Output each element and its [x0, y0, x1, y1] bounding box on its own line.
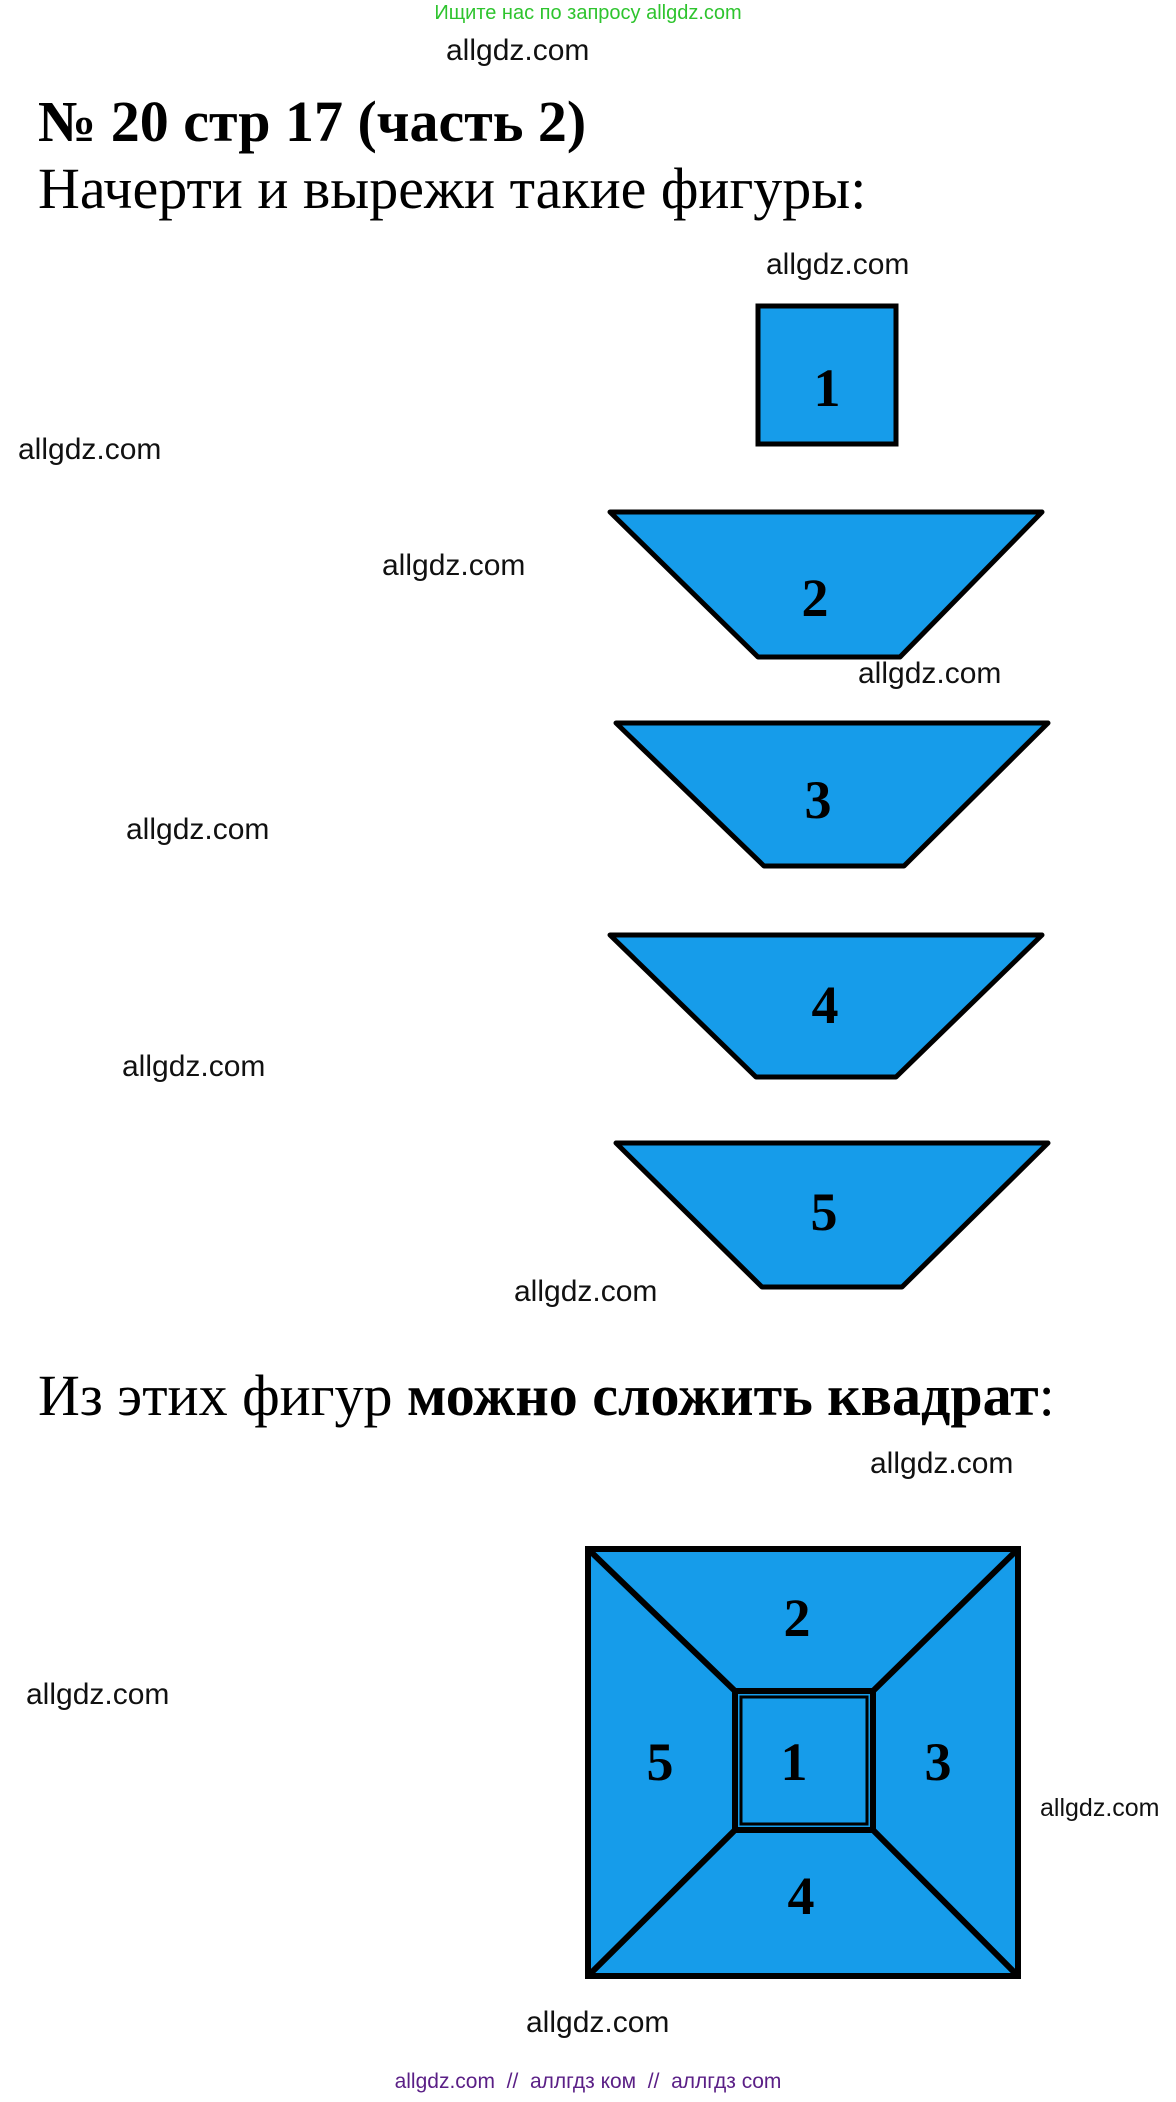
watermark: allgdz.com: [766, 248, 910, 281]
footer-links: allgdz.com // аллгдз ком // аллгдз com: [394, 2070, 782, 2093]
conclusion-suffix: :: [1038, 1363, 1055, 1428]
shape-5-trapezoid: 5: [613, 1140, 1051, 1290]
search-banner: Ищите нас по запросу allgdz.com: [434, 2, 742, 24]
watermark: allgdz.com: [126, 813, 270, 846]
shape-5-label: 5: [811, 1182, 838, 1242]
watermark: allgdz.com: [26, 1678, 170, 1711]
instruction-text: Начерти и вырежи такие фигуры:: [38, 156, 867, 221]
watermark: allgdz.com: [514, 1275, 658, 1308]
conclusion-text: Из этих фигур можно сложить квадрат:: [38, 1362, 1055, 1429]
shape-4-trapezoid: 4: [607, 932, 1045, 1080]
watermark: allgdz.com: [1040, 1794, 1160, 1822]
assembled-square: 2 5 1 3 4: [585, 1546, 1021, 1979]
assembled-label-top: 2: [784, 1588, 811, 1648]
watermark: allgdz.com: [446, 34, 590, 67]
shape-2-label: 2: [802, 568, 829, 628]
watermark: allgdz.com: [870, 1447, 1014, 1480]
shape-1-label: 1: [814, 358, 841, 418]
assembled-label-left: 5: [647, 1732, 674, 1792]
shape-2-trapezoid: 2: [607, 509, 1045, 660]
shape-4-label: 4: [812, 975, 839, 1035]
assembled-label-center: 1: [781, 1732, 808, 1792]
assembled-label-right: 3: [925, 1732, 952, 1792]
shape-3-trapezoid: 3: [613, 720, 1051, 869]
watermark: allgdz.com: [382, 549, 526, 582]
watermark: allgdz.com: [858, 657, 1002, 690]
watermark: allgdz.com: [18, 433, 162, 466]
assembled-label-bottom: 4: [788, 1866, 815, 1926]
page-title: № 20 стр 17 (часть 2): [38, 89, 587, 154]
conclusion-prefix: Из этих фигур: [38, 1363, 407, 1428]
watermark: allgdz.com: [526, 2006, 670, 2039]
watermark: allgdz.com: [122, 1050, 266, 1083]
shape-1-square: 1: [755, 303, 899, 447]
shape-3-label: 3: [805, 770, 832, 830]
conclusion-bold: можно сложить квадрат: [407, 1363, 1039, 1428]
